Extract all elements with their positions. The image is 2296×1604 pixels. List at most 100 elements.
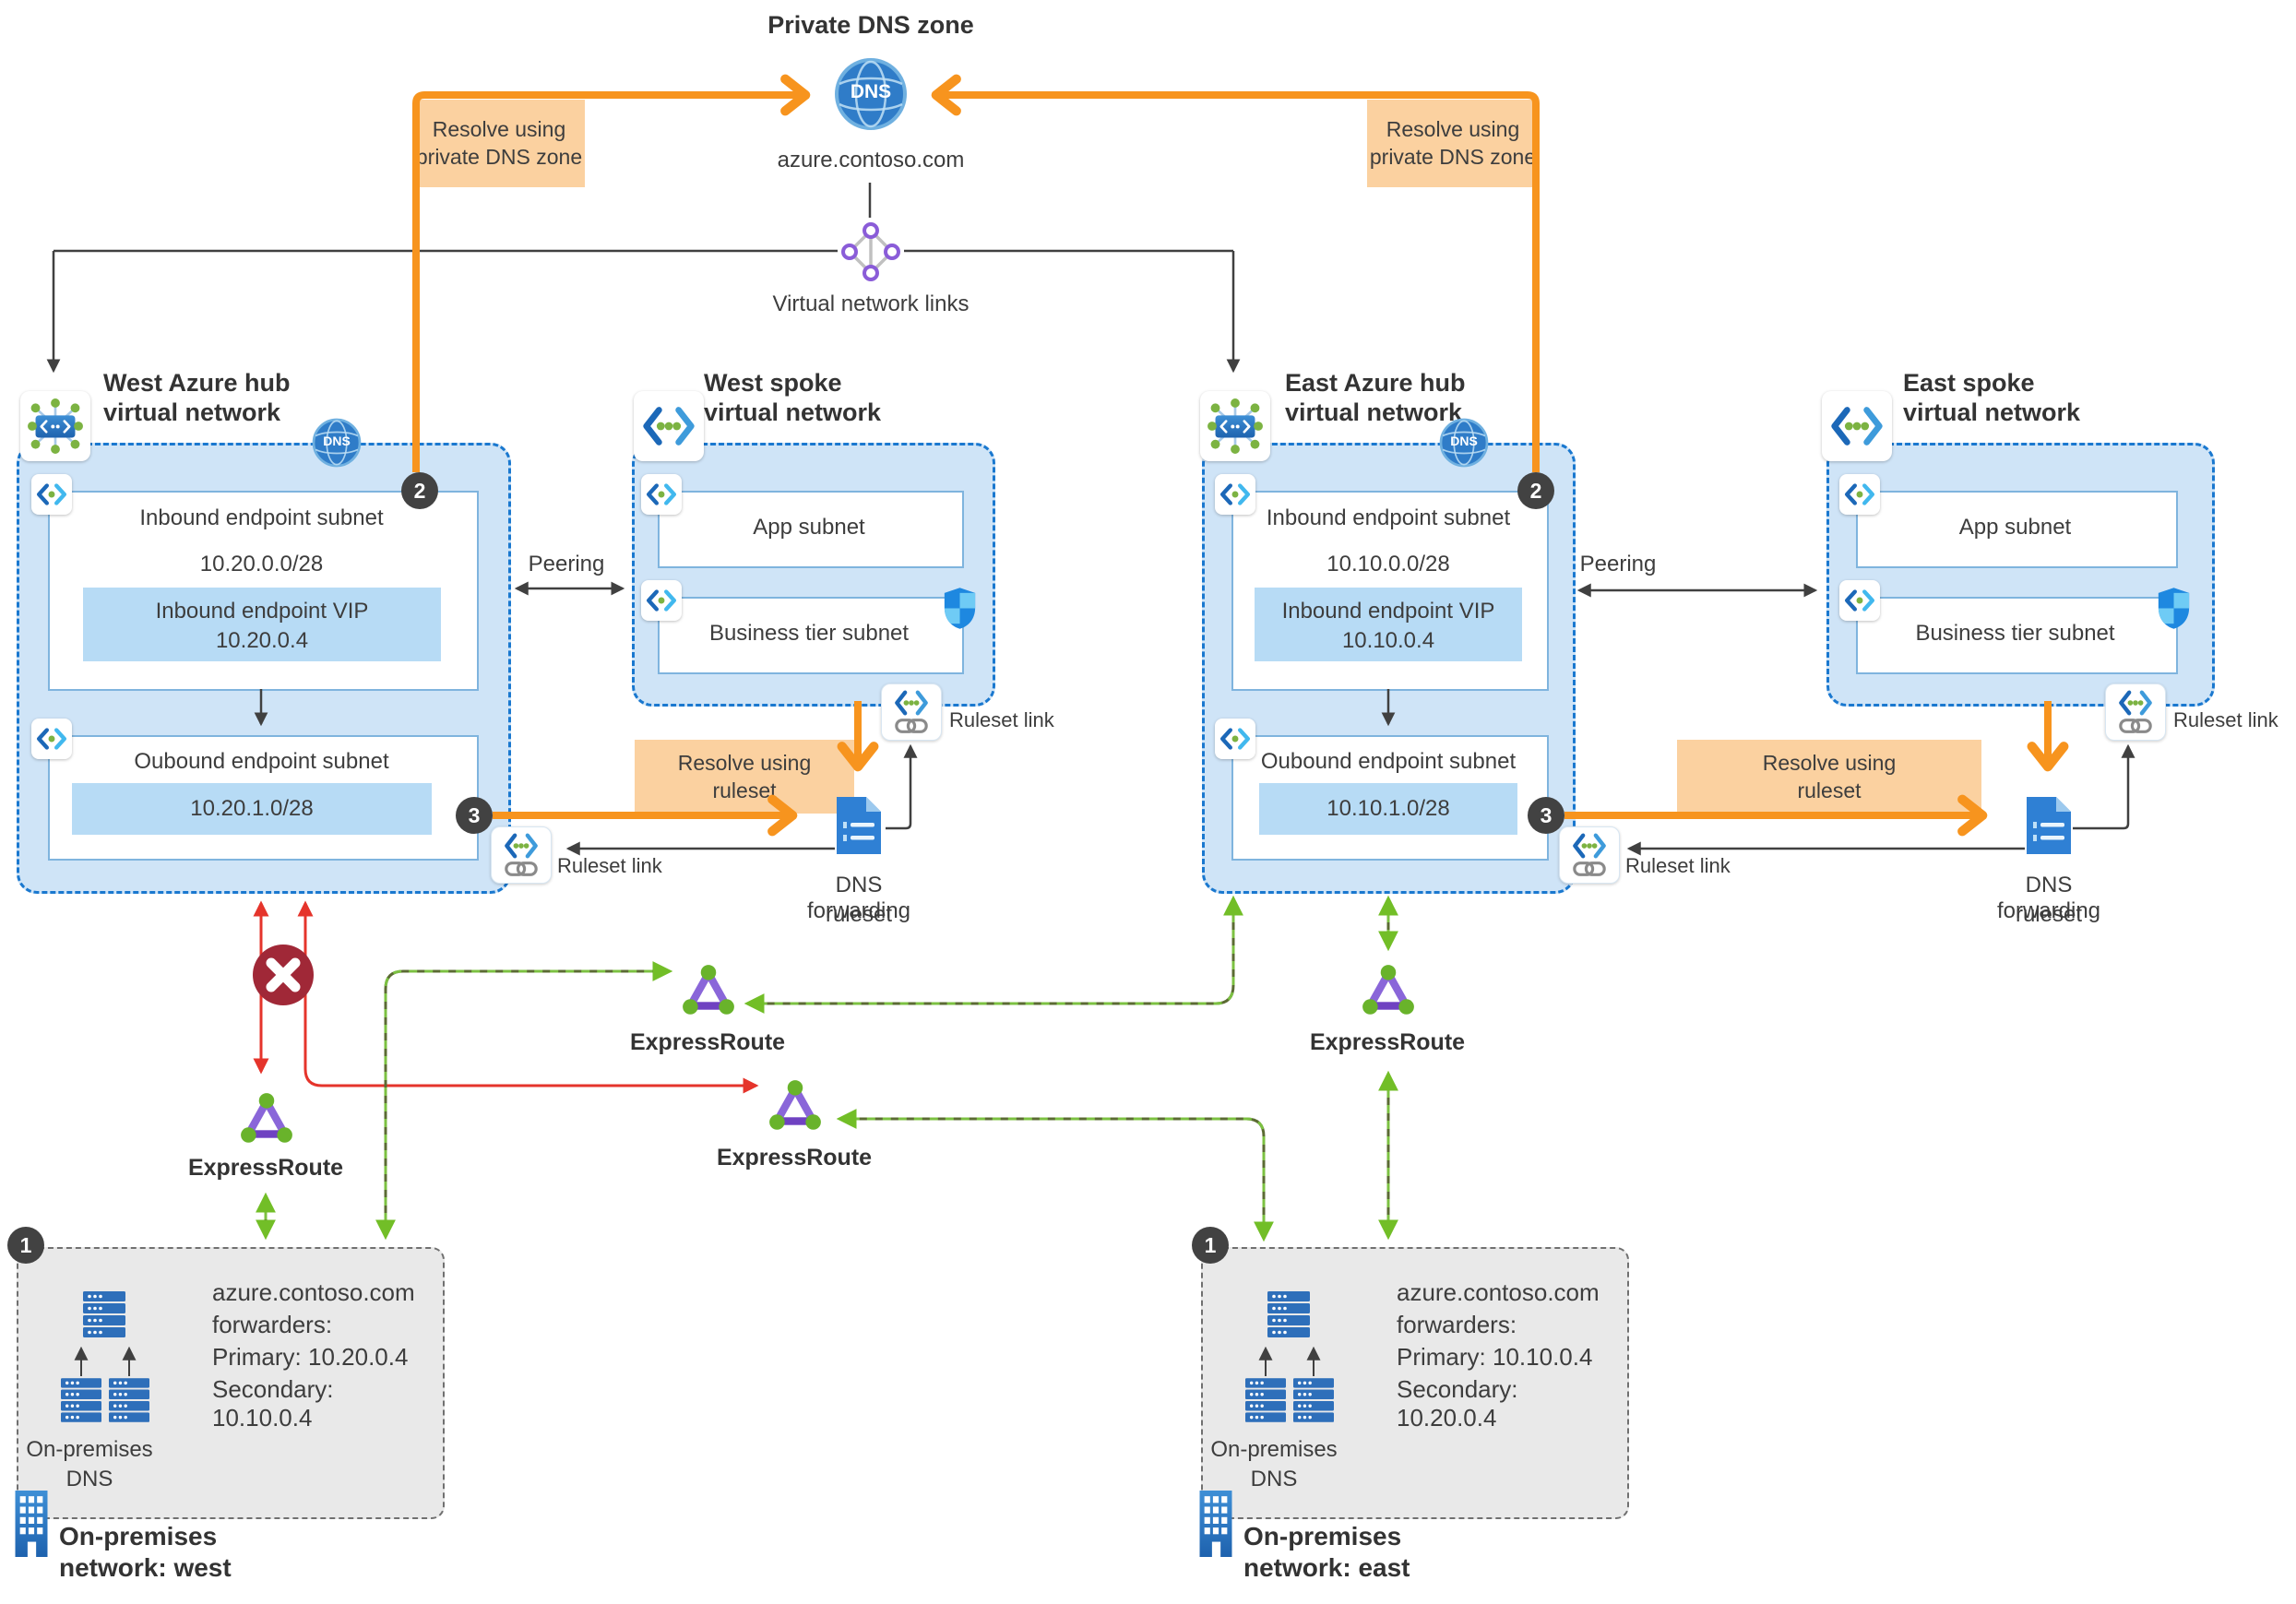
west-outbound-subnet-icon — [31, 719, 72, 759]
west-app-subnet-label: App subnet — [753, 515, 865, 540]
west-hub-title: West Azure hub — [103, 369, 291, 397]
callout-west-resolve-private — [413, 100, 585, 187]
onprem-east-config4: Secondary: 10.20.0.4 — [1397, 1375, 1518, 1432]
virtual-network-links-icon — [839, 220, 903, 284]
east-business-subnet-icon — [1839, 580, 1880, 621]
onprem-east-dns-server-icon — [1293, 1378, 1334, 1422]
west-shield-icon — [943, 587, 977, 630]
east-inbound-subnet-icon — [1215, 474, 1255, 515]
onprem-west-dns-label2: DNS — [65, 1467, 113, 1491]
east-business-subnet-label: Business tier subnet — [1915, 621, 2115, 646]
onprem-east-config2: forwarders: — [1397, 1311, 1517, 1338]
step-badge-2-west: 2 — [401, 472, 438, 509]
ruleset-link-lines — [565, 743, 2135, 856]
west-dns-forwarding-ruleset-icon — [835, 795, 883, 856]
onprem-west-dns-label: On-premises — [26, 1437, 153, 1462]
onprem-west-name2: network: west — [59, 1553, 232, 1582]
west-outbound-cidr: 10.20.1.0/28 — [190, 796, 314, 821]
callout-text: ruleset — [1797, 778, 1862, 802]
onprem-west-dns-server-icon — [83, 1291, 125, 1337]
onprem-east-building-icon — [1199, 1491, 1232, 1557]
onprem-west-building-icon — [15, 1491, 48, 1557]
private-dns-zone-title: Private DNS zone — [767, 11, 974, 39]
step-badge-3-west: 3 — [456, 797, 493, 834]
west-inbound-subnet-icon — [31, 474, 72, 515]
east-hub-ruleset-link-icon — [1559, 826, 1620, 884]
onprem-west-config4: Secondary: 10.10.0.4 — [212, 1375, 334, 1432]
west-business-subnet-label: Business tier subnet — [708, 621, 910, 646]
step-badge-1-west: 1 — [7, 1227, 44, 1264]
callout-text: Resolve using — [1762, 751, 1897, 775]
east-expressroute-label: ExpressRoute — [1309, 1029, 1466, 1055]
west-expressroute-icon — [238, 1091, 295, 1148]
east-inbound-vip-strip — [1255, 588, 1522, 661]
east-hub-title2: virtual network — [1285, 398, 1463, 426]
callout-text: private DNS zone — [1369, 145, 1537, 169]
vnet-links-label: Virtual network links — [772, 291, 970, 316]
callout-text: Resolve using — [677, 751, 812, 775]
east-outbound-title: Oubound endpoint subnet — [1260, 749, 1517, 774]
east-dns-forwarding-ruleset-icon — [2025, 795, 2073, 856]
west-app-subnet-icon — [641, 474, 682, 515]
step-badge-3-east: 3 — [1528, 797, 1564, 834]
onprem-west-dns-server-icon — [109, 1378, 149, 1422]
east-peering-label: Peering — [1579, 552, 1657, 576]
west-spoke-ruleset-link-icon — [881, 683, 942, 741]
onprem-east-dns-label: On-premises — [1210, 1437, 1338, 1462]
onprem-server-arrows — [74, 1346, 1321, 1376]
vnet-link-lines — [46, 183, 1241, 374]
east-spoke-title: East spoke — [1903, 369, 2035, 397]
callout-text: private DNS zone — [415, 145, 583, 169]
step-badge-1-east: 1 — [1192, 1227, 1229, 1264]
east-app-subnet-icon — [1839, 474, 1880, 515]
east-vip-label: Inbound endpoint VIP — [1281, 599, 1495, 624]
west-hub-ruleset-link-label: Ruleset link — [557, 854, 662, 877]
east-outbound-cidr: 10.10.1.0/28 — [1326, 796, 1450, 821]
callout-west-resolve-ruleset — [635, 740, 854, 814]
hub-internal-arrows — [254, 689, 1396, 727]
east-app-subnet-box — [1856, 491, 2178, 568]
green-path-base — [264, 898, 1390, 1239]
east-hub-title: East Azure hub — [1285, 369, 1466, 397]
west-business-subnet-icon — [641, 580, 682, 621]
middle-lower-expressroute-icon — [767, 1078, 824, 1135]
orange-resolution-paths — [412, 74, 2069, 837]
west-spoke-title: West spoke — [704, 369, 842, 397]
onprem-east-name: On-premises — [1243, 1522, 1402, 1551]
east-hub-vnet-icon — [1200, 391, 1270, 461]
west-inbound-cidr: 10.20.0.0/28 — [199, 552, 324, 576]
onprem-west-dns-server-icon — [61, 1378, 101, 1422]
west-vip-label: Inbound endpoint VIP — [155, 599, 369, 624]
east-inbound-cidr: 10.10.0.0/28 — [1326, 552, 1450, 576]
east-inbound-title: Inbound endpoint subnet — [1266, 505, 1511, 530]
east-outbound-subnet-icon — [1215, 719, 1255, 759]
west-outbound-title: Oubound endpoint subnet — [134, 749, 389, 774]
east-expressroute-icon — [1360, 963, 1417, 1020]
east-spoke-vnet-icon — [1822, 391, 1892, 461]
east-vip-ip: 10.10.0.4 — [1341, 628, 1435, 653]
callout-text: Resolve using — [1386, 117, 1520, 141]
onprem-west-config1: azure.contoso.com — [212, 1278, 415, 1306]
connection-failed-x-icon — [252, 944, 315, 1006]
west-business-subnet-box — [658, 597, 964, 674]
onprem-east-dns-label2: DNS — [1250, 1467, 1298, 1491]
west-spoke-vnet-icon — [634, 391, 704, 461]
west-outbound-cidr-strip — [72, 783, 432, 835]
west-hub-ruleset-link-icon — [491, 826, 552, 884]
west-vip-ip: 10.20.0.4 — [215, 628, 309, 653]
onprem-east-dns-server-icon — [1267, 1291, 1310, 1337]
east-forwarding-ruleset-label2: ruleset — [2015, 902, 2083, 927]
west-peering-label: Peering — [528, 552, 605, 576]
west-hub-vnet-icon — [20, 391, 90, 461]
west-spoke-ruleset-link-label: Ruleset link — [949, 708, 1054, 731]
onprem-east-config1: azure.contoso.com — [1397, 1278, 1600, 1306]
east-spoke-ruleset-link-icon — [2105, 683, 2166, 741]
middle-upper-expressroute-icon — [680, 963, 737, 1020]
peering-arrows — [514, 581, 1818, 598]
onprem-east-dns-server-icon — [1245, 1378, 1286, 1422]
callout-text: ruleset — [712, 778, 777, 802]
callout-text: Resolve using — [432, 117, 566, 141]
east-hub-ruleset-link-label: Ruleset link — [1625, 854, 1731, 877]
